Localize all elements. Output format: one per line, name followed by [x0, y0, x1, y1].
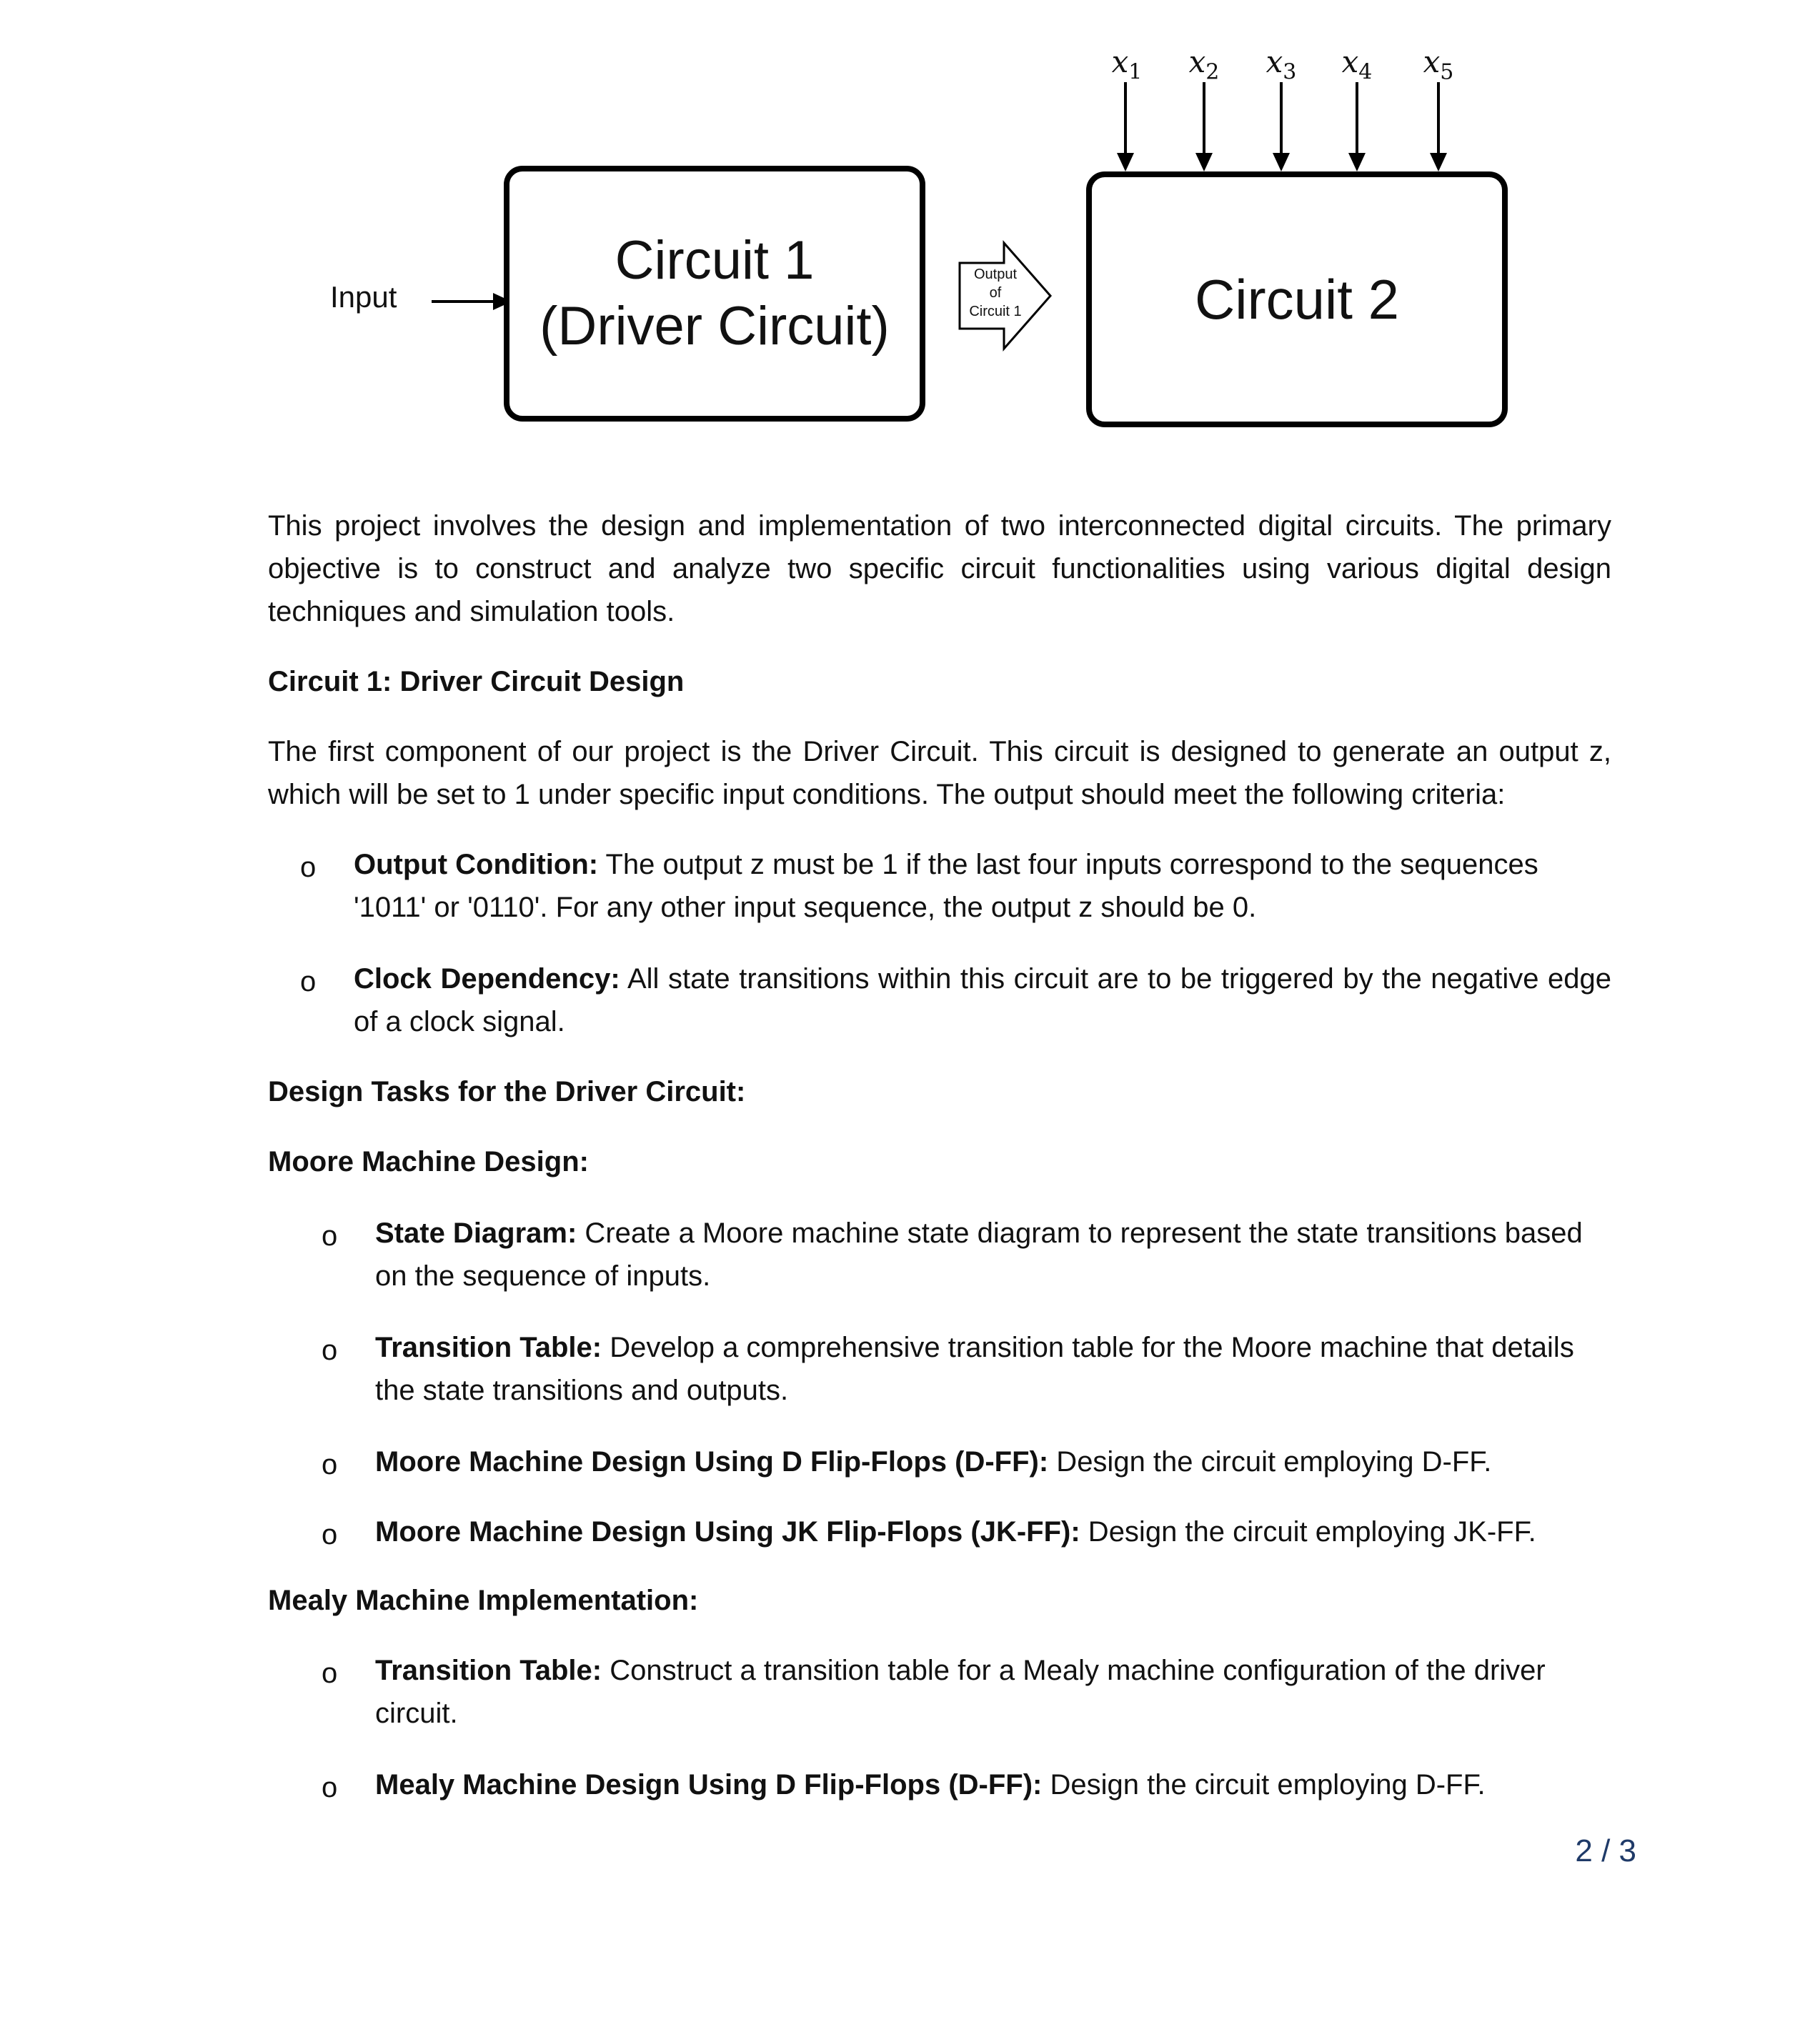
- bullet-moore-dff: Moore Machine Design Using D Flip-Flops …: [375, 1446, 1492, 1478]
- design-tasks-heading: Design Tasks for the Driver Circuit:: [268, 1076, 746, 1107]
- arrow-label-line1: Output: [973, 267, 1018, 282]
- diagram-lines: [432, 82, 1447, 352]
- bullet-mealy-transition-table: Transition Table: Construct a transition…: [375, 1655, 1546, 1729]
- bullet-marker: o: [322, 1335, 338, 1366]
- block-arrow-label: Output of Circuit 1: [960, 265, 1031, 321]
- circuit2-title: Circuit 2: [1194, 267, 1400, 331]
- circuit1-subtitle: (Driver Circuit): [539, 296, 890, 357]
- x3-label: x3: [1265, 44, 1297, 85]
- bullet-clock-dependency: Clock Dependency: All state transitions …: [354, 963, 1611, 1037]
- bullet-marker: o: [322, 1220, 338, 1252]
- bullet-marker: o: [322, 1449, 338, 1480]
- bullet-state-diagram: State Diagram: Create a Moore machine st…: [375, 1217, 1583, 1292]
- x4-label: x4: [1341, 44, 1373, 85]
- bullet-transition-table: Transition Table: Develop a comprehensiv…: [375, 1332, 1574, 1406]
- arrow-label-line2: of: [989, 285, 1002, 301]
- bullet-marker: o: [322, 1658, 338, 1689]
- input-arrow-head: [493, 293, 512, 310]
- moore-heading: Moore Machine Design:: [268, 1146, 589, 1177]
- circuit1-title: Circuit 1: [615, 230, 815, 291]
- bullet-marker: o: [322, 1772, 338, 1803]
- bullet-moore-jkff: Moore Machine Design Using JK Flip-Flops…: [375, 1516, 1536, 1548]
- block-arrow: [958, 240, 1052, 352]
- arrow-label-line3: Circuit 1: [969, 304, 1022, 319]
- bullet-marker: o: [300, 852, 317, 883]
- bullet-output-condition: Output Condition: The output z must be 1…: [354, 849, 1538, 923]
- bullet-marker: o: [300, 966, 317, 997]
- x1-label: x1: [1111, 44, 1143, 85]
- block-diagram: Input Circuit 1 (Driver Circuit) Output …: [0, 0, 1820, 457]
- input-label: Input: [330, 280, 397, 314]
- section1-heading: Circuit 1: Driver Circuit Design: [268, 666, 685, 697]
- bullet-marker: o: [322, 1519, 338, 1550]
- circuit1-box: Circuit 1 (Driver Circuit): [504, 166, 925, 422]
- circuit2-box: Circuit 2: [1086, 171, 1508, 427]
- intro-paragraph: This project involves the design and imp…: [268, 510, 1611, 627]
- x5-label: x5: [1423, 44, 1454, 85]
- x-input-arrows: [1117, 82, 1447, 171]
- section1-paragraph: The first component of our project is th…: [268, 736, 1611, 810]
- bullet-mealy-dff: Mealy Machine Design Using D Flip-Flops …: [375, 1769, 1486, 1801]
- mealy-heading: Mealy Machine Implementation:: [268, 1585, 699, 1616]
- page-number: 2 / 3: [1575, 1833, 1636, 1868]
- x2-label: x2: [1188, 44, 1220, 85]
